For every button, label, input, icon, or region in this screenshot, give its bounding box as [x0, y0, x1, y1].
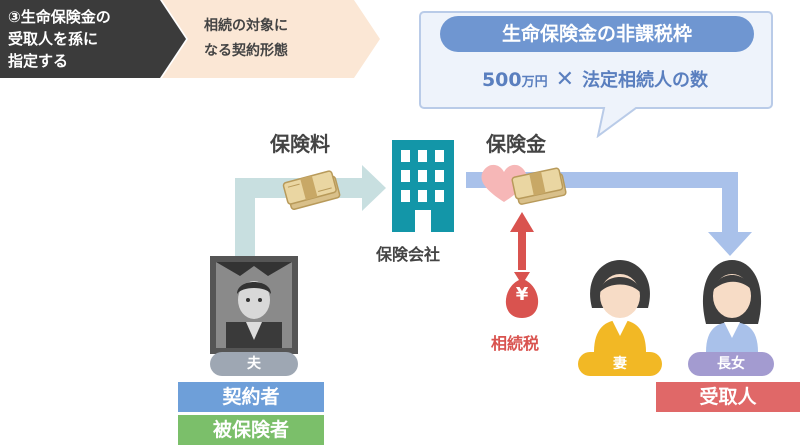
- benefit-label: 保険金: [486, 132, 546, 156]
- wife-pill: 妻: [578, 352, 662, 376]
- daughter-pill: 長女: [688, 352, 774, 376]
- heart-cash-icon: [481, 164, 567, 205]
- step-header: ③生命保険金の 受取人を孫に 指定する: [0, 0, 186, 78]
- contractor-bar: 契約者: [178, 382, 324, 412]
- amount-value: 500: [481, 69, 522, 91]
- husband-pill: 夫: [210, 352, 298, 376]
- cash-bundle-icon: [282, 170, 341, 210]
- premium-arrow: [235, 165, 386, 258]
- premium-label: 保険料: [270, 132, 330, 156]
- tax-free-formula: 500万円 ✕ 法定相続人の数: [430, 66, 760, 92]
- subject-line-2: なる契約形態: [204, 43, 288, 59]
- recipient-bar: 受取人: [656, 382, 800, 412]
- step-line-1: ③生命保険金の: [8, 8, 111, 26]
- daughter-icon: [702, 260, 762, 352]
- step-line-3: 指定する: [8, 52, 69, 70]
- tax-free-title: 生命保険金の非課税枠: [440, 16, 754, 52]
- yen-symbol: ¥: [515, 284, 529, 305]
- subject-line-1: 相続の対象に: [204, 18, 288, 34]
- step-line-2: 受取人を孫に: [8, 30, 99, 48]
- insured-bar: 被保険者: [178, 415, 324, 445]
- yen-money-bag-icon: [505, 272, 539, 318]
- insurer-label: 保険会社: [376, 245, 441, 264]
- wife-icon: [590, 260, 650, 352]
- tax-arrow: [510, 212, 534, 270]
- times-icon: ✕: [555, 67, 575, 92]
- subject-header: 相続の対象に なる契約形態: [162, 0, 380, 78]
- insurance-company-building-icon: [392, 140, 454, 232]
- husband-portrait-icon: [210, 256, 298, 354]
- heirs-count-label: 法定相続人の数: [582, 70, 709, 91]
- amount-unit: 万円: [521, 75, 548, 90]
- inheritance-tax-label: 相続税: [491, 334, 540, 353]
